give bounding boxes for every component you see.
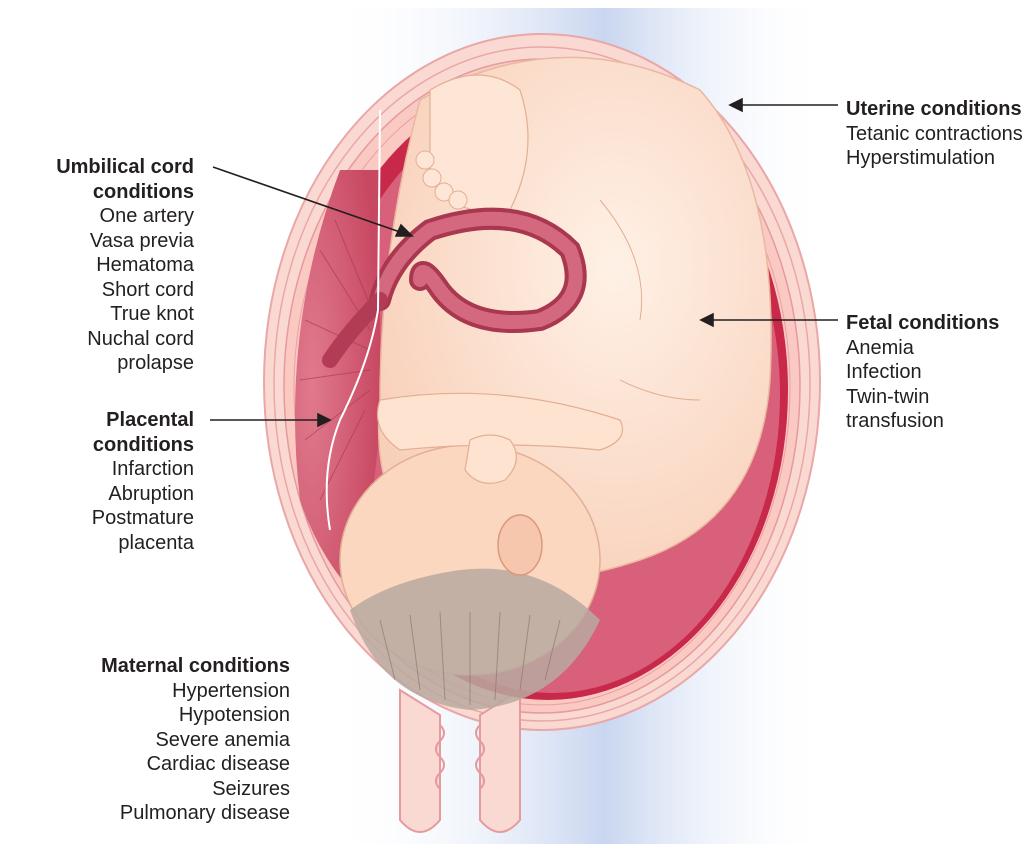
maternal-title: Maternal conditions bbox=[60, 654, 290, 679]
umbilical-cord-label: Umbilical cord conditions One artery Vas… bbox=[20, 155, 194, 376]
placental-item: Abruption bbox=[20, 482, 194, 507]
maternal-item: Hypertension bbox=[60, 679, 290, 704]
maternal-item: Seizures bbox=[60, 777, 290, 802]
umbilical-item: Short cord bbox=[20, 278, 194, 303]
umbilical-item: True knot bbox=[20, 302, 194, 327]
placental-item: Infarction bbox=[20, 457, 194, 482]
uterine-label: Uterine conditions Tetanic contractions … bbox=[846, 97, 1029, 171]
uterine-item: Tetanic contractions bbox=[846, 122, 1029, 147]
fetal-item: Twin-twin transfusion bbox=[846, 385, 1029, 434]
fetal-label: Fetal conditions Anemia Infection Twin-t… bbox=[846, 311, 1029, 434]
placental-label: Placental conditions Infarction Abruptio… bbox=[20, 408, 194, 555]
placental-title: Placental conditions bbox=[20, 408, 194, 457]
fetal-title: Fetal conditions bbox=[846, 311, 1029, 336]
uterine-title: Uterine conditions bbox=[846, 97, 1029, 122]
maternal-item: Hypotension bbox=[60, 703, 290, 728]
maternal-label: Maternal conditions Hypertension Hypoten… bbox=[60, 654, 290, 826]
placental-item: Postmature placenta bbox=[20, 506, 194, 555]
fetal-item: Anemia bbox=[846, 336, 1029, 361]
umbilical-title: Umbilical cord conditions bbox=[20, 155, 194, 204]
fetal-item: Infection bbox=[846, 360, 1029, 385]
umbilical-item: One artery bbox=[20, 204, 194, 229]
maternal-item: Severe anemia bbox=[60, 728, 290, 753]
maternal-item: Cardiac disease bbox=[60, 752, 290, 777]
umbilical-item: Hematoma bbox=[20, 253, 194, 278]
umbilical-item: Nuchal cord prolapse bbox=[20, 327, 194, 376]
maternal-item: Pulmonary disease bbox=[60, 801, 290, 826]
umbilical-item: Vasa previa bbox=[20, 229, 194, 254]
uterine-item: Hyperstimulation bbox=[846, 146, 1029, 171]
